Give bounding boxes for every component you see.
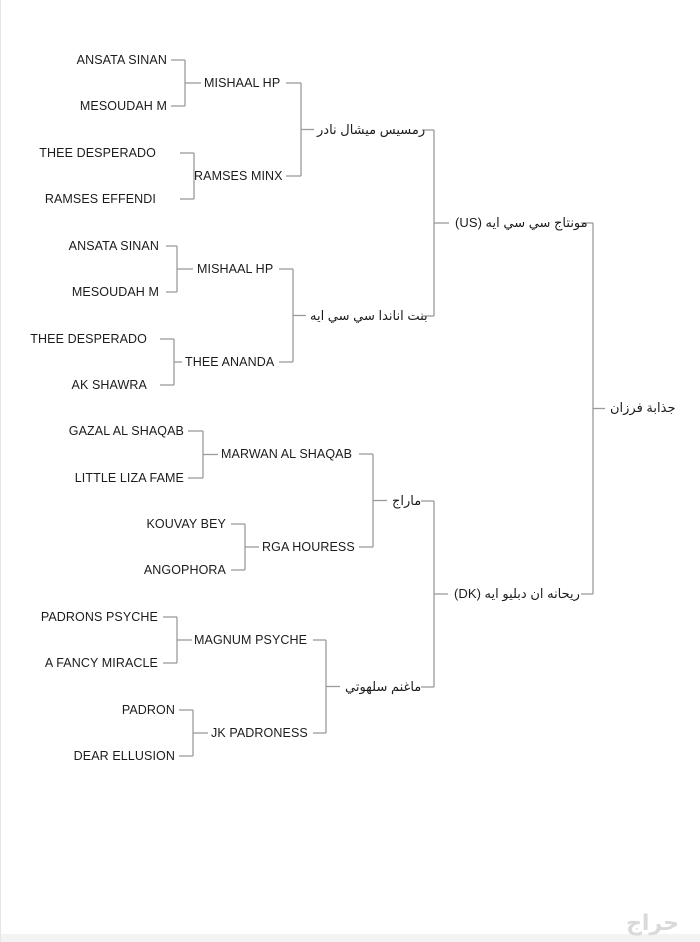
subject-horse-name: جذابة فرزان — [610, 400, 676, 415]
gen3-node: MAGNUM PSYCHE — [194, 633, 308, 647]
gen3-node: JK PADRONESS — [211, 726, 308, 740]
dam-dam-node: ماغنم سلهوتي — [345, 679, 422, 694]
gen4-node: ANGOPHORA — [143, 563, 226, 577]
gen4-node: THEE DESPERADO — [39, 146, 156, 160]
gen4-node: MESOUDAH M — [71, 285, 159, 299]
bottom-strip — [1, 934, 700, 942]
gen4-node: DEAR ELLUSION — [73, 749, 175, 763]
gen3-node: MISHAAL HP — [204, 76, 281, 90]
gen3-node: RAMSES MINX — [194, 169, 283, 183]
gen3-node: MARWAN AL SHAQAB — [221, 447, 353, 461]
gen4-node: RAMSES EFFENDI — [44, 192, 156, 206]
gen4-node: THEE DESPERADO — [30, 332, 147, 346]
gen4-node: KOUVAY BEY — [146, 517, 226, 531]
gen4-node: ANSATA SINAN — [76, 53, 167, 67]
gen3-node: RGA HOURESS — [262, 540, 355, 554]
watermark-logo: حراج — [626, 910, 679, 935]
gen4-node: A FANCY MIRACLE — [44, 656, 158, 670]
gen4-node: ANSATA SINAN — [68, 239, 159, 253]
dam-node: ريحانه ان دبليو ايه (DK) — [454, 586, 580, 601]
gen4-node: PADRONS PSYCHE — [40, 610, 158, 624]
gen4-node: GAZAL AL SHAQAB — [68, 424, 184, 438]
dam-sire-node: ماراج — [392, 493, 422, 508]
gen4-node: LITTLE LIZA FAME — [74, 471, 184, 485]
gen3-node: MISHAAL HP — [197, 262, 274, 276]
gen4-node: MESOUDAH M — [79, 99, 167, 113]
sire-sire-node: رمسيس ميشال نادر — [317, 122, 426, 137]
sire-dam-node: بنت اناندا سي سي ايه — [310, 308, 428, 323]
gen3-node: THEE ANANDA — [185, 355, 275, 369]
gen4-node: PADRON — [121, 703, 175, 717]
sire-node: مونتاج سي سي ايه (US) — [455, 215, 588, 230]
gen4-node: AK SHAWRA — [71, 378, 147, 392]
